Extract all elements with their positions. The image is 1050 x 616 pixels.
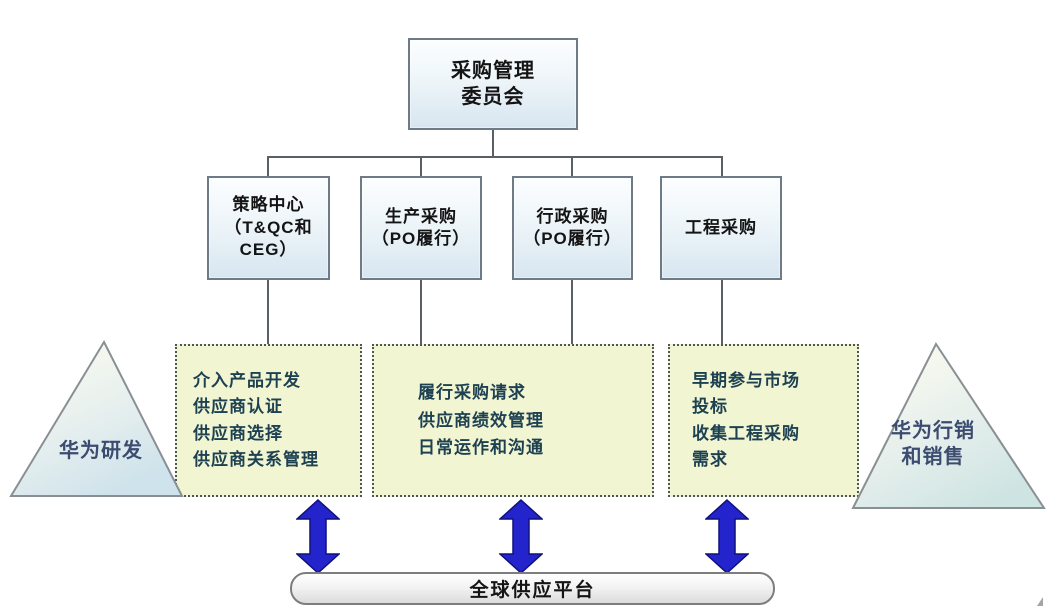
function-box-po-fulfillment: 履行采购请求 供应商绩效管理 日常运作和沟通 [372, 344, 654, 497]
marketing-sales-triangle [851, 342, 1046, 509]
connector-line [420, 280, 422, 344]
connector-line [267, 280, 269, 344]
function-line: 供应商绩效管理 [418, 410, 544, 430]
committee-label-line: 采购管理 [451, 59, 535, 82]
dept-box-admin-procurement: 行政采购 （PO履行） [512, 176, 633, 280]
connector-line [492, 130, 494, 158]
dept-label-line: （T&QC和 [224, 217, 313, 237]
double-arrow-icon [705, 499, 749, 574]
function-line: 供应商认证 [193, 397, 283, 417]
committee-label-line: 委员会 [461, 86, 525, 108]
function-line: 日常运作和沟通 [418, 438, 544, 458]
connector-line [721, 280, 723, 344]
function-box-supplier-management: 介入产品开发 供应商认证 供应商选择 供应商关系管理 [175, 344, 362, 497]
dept-box-strategy-center: 策略中心 （T&QC和 CEG） [207, 176, 330, 280]
dept-box-production-procurement: 生产采购 （PO履行） [360, 176, 482, 280]
marketing-sales-triangle-label: 华为行销 和销售 [868, 418, 998, 470]
connector-line [571, 280, 573, 344]
dept-box-engineering-procurement: 工程采购 [660, 176, 782, 280]
function-line: 介入产品开发 [193, 370, 301, 390]
function-line: 供应商选择 [193, 423, 283, 443]
rd-triangle [9, 339, 184, 497]
platform-label: 全球供应平台 [469, 580, 596, 601]
committee-box: 采购管理 委员会 [408, 38, 578, 130]
dept-label-line: （PO履行） [523, 229, 622, 248]
function-line: 收集工程采购 [692, 423, 800, 443]
function-line: 供应商关系管理 [193, 449, 319, 469]
dept-label-line: （PO履行） [371, 229, 471, 248]
triangle-label-line: 和销售 [901, 446, 965, 468]
connector-line [571, 156, 573, 176]
triangle-label-line: 华为行销 [891, 420, 975, 442]
connector-line [267, 156, 269, 176]
connector-line [721, 156, 723, 176]
function-box-engineering-demand: 早期参与市场 投标 收集工程采购 需求 [668, 344, 859, 497]
function-line: 早期参与市场 [692, 370, 800, 390]
global-supply-platform-bar: 全球供应平台 [290, 572, 775, 605]
function-line: 投标 [692, 397, 728, 417]
dept-label-line: 策略中心 [232, 195, 305, 215]
dept-label-line: 行政采购 [536, 206, 609, 226]
rd-triangle-label: 华为研发 [59, 440, 143, 462]
dept-label-line: 工程采购 [685, 217, 757, 237]
dept-label-line: 生产采购 [385, 206, 457, 226]
function-line: 需求 [692, 449, 728, 469]
corner-artifact [1037, 597, 1043, 606]
connector-line [420, 156, 422, 176]
double-arrow-icon [296, 499, 340, 574]
dept-label-line: CEG） [239, 240, 298, 260]
function-line: 履行采购请求 [418, 383, 526, 403]
double-arrow-icon [499, 499, 543, 574]
connector-line [267, 156, 723, 158]
